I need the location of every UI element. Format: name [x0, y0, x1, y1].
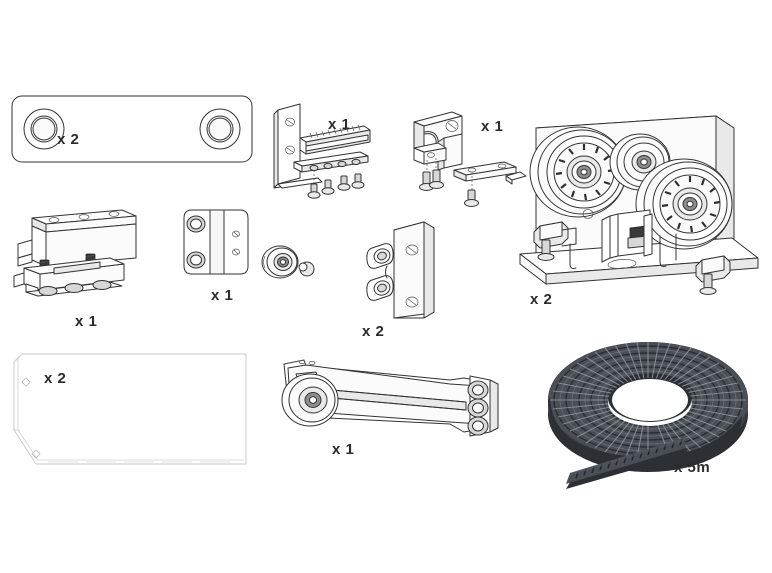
qty-stop-plate: x 2: [362, 323, 385, 340]
qty-angle-bracket-rail: x 1: [328, 116, 351, 133]
qty-door-panel: x 2: [44, 370, 67, 387]
eyelet-right: [199, 108, 241, 150]
bolt-4: [351, 173, 365, 189]
part-door-panel: [8, 348, 256, 476]
bolt-2: [321, 179, 335, 195]
hook-bolt-2: [429, 169, 444, 189]
arm-bolt-1: [467, 380, 489, 400]
clamp-bolt-bottom: [186, 251, 206, 269]
tensioner-pulley: [281, 373, 339, 427]
hook-bolt-3: [464, 189, 479, 207]
arm-bolt-3: [467, 416, 489, 436]
pane-hole-top: [21, 377, 31, 387]
qty-clamp-plate: x 1: [211, 287, 234, 304]
bolt-1: [307, 183, 321, 199]
qty-mounting-bar: x 2: [57, 131, 80, 148]
part-tensioner-arm: [274, 346, 509, 446]
qty-hook-bracket: x 1: [481, 118, 504, 135]
knuckle-top: [366, 243, 394, 269]
center-bracket: [601, 209, 653, 263]
wheel-left: [529, 126, 627, 218]
part-mounting-bar: [8, 92, 256, 170]
bolt-3: [337, 175, 351, 191]
knuckle-bottom: [366, 275, 394, 301]
qty-carriage-block: x 1: [75, 313, 98, 330]
belt-tail: [566, 438, 688, 489]
part-timing-belt: [536, 338, 766, 493]
part-clamp-plate: [178, 204, 268, 284]
qty-roller-trolley: x 2: [530, 291, 553, 308]
part-hook-bracket: [406, 108, 521, 207]
trolley-bolt-right: [695, 255, 731, 295]
trolley-bolt-left: [533, 221, 577, 261]
eyelet-left: [23, 108, 65, 150]
clamp-bolt-top: [186, 215, 206, 233]
wheel-right: [635, 158, 733, 250]
part-carriage-block: [10, 198, 145, 298]
part-idler-pulley: [258, 240, 318, 286]
pulley-spacer: [298, 261, 315, 277]
qty-tensioner-arm: x 1: [332, 441, 355, 458]
part-stop-plate: [362, 218, 442, 323]
arm-bolt-2: [467, 398, 489, 418]
pane-hole-bottom: [31, 449, 41, 459]
part-roller-trolley: [505, 104, 764, 299]
part-angle-bracket-rail: [272, 100, 392, 200]
qty-timing-belt: x 5m: [674, 459, 711, 476]
